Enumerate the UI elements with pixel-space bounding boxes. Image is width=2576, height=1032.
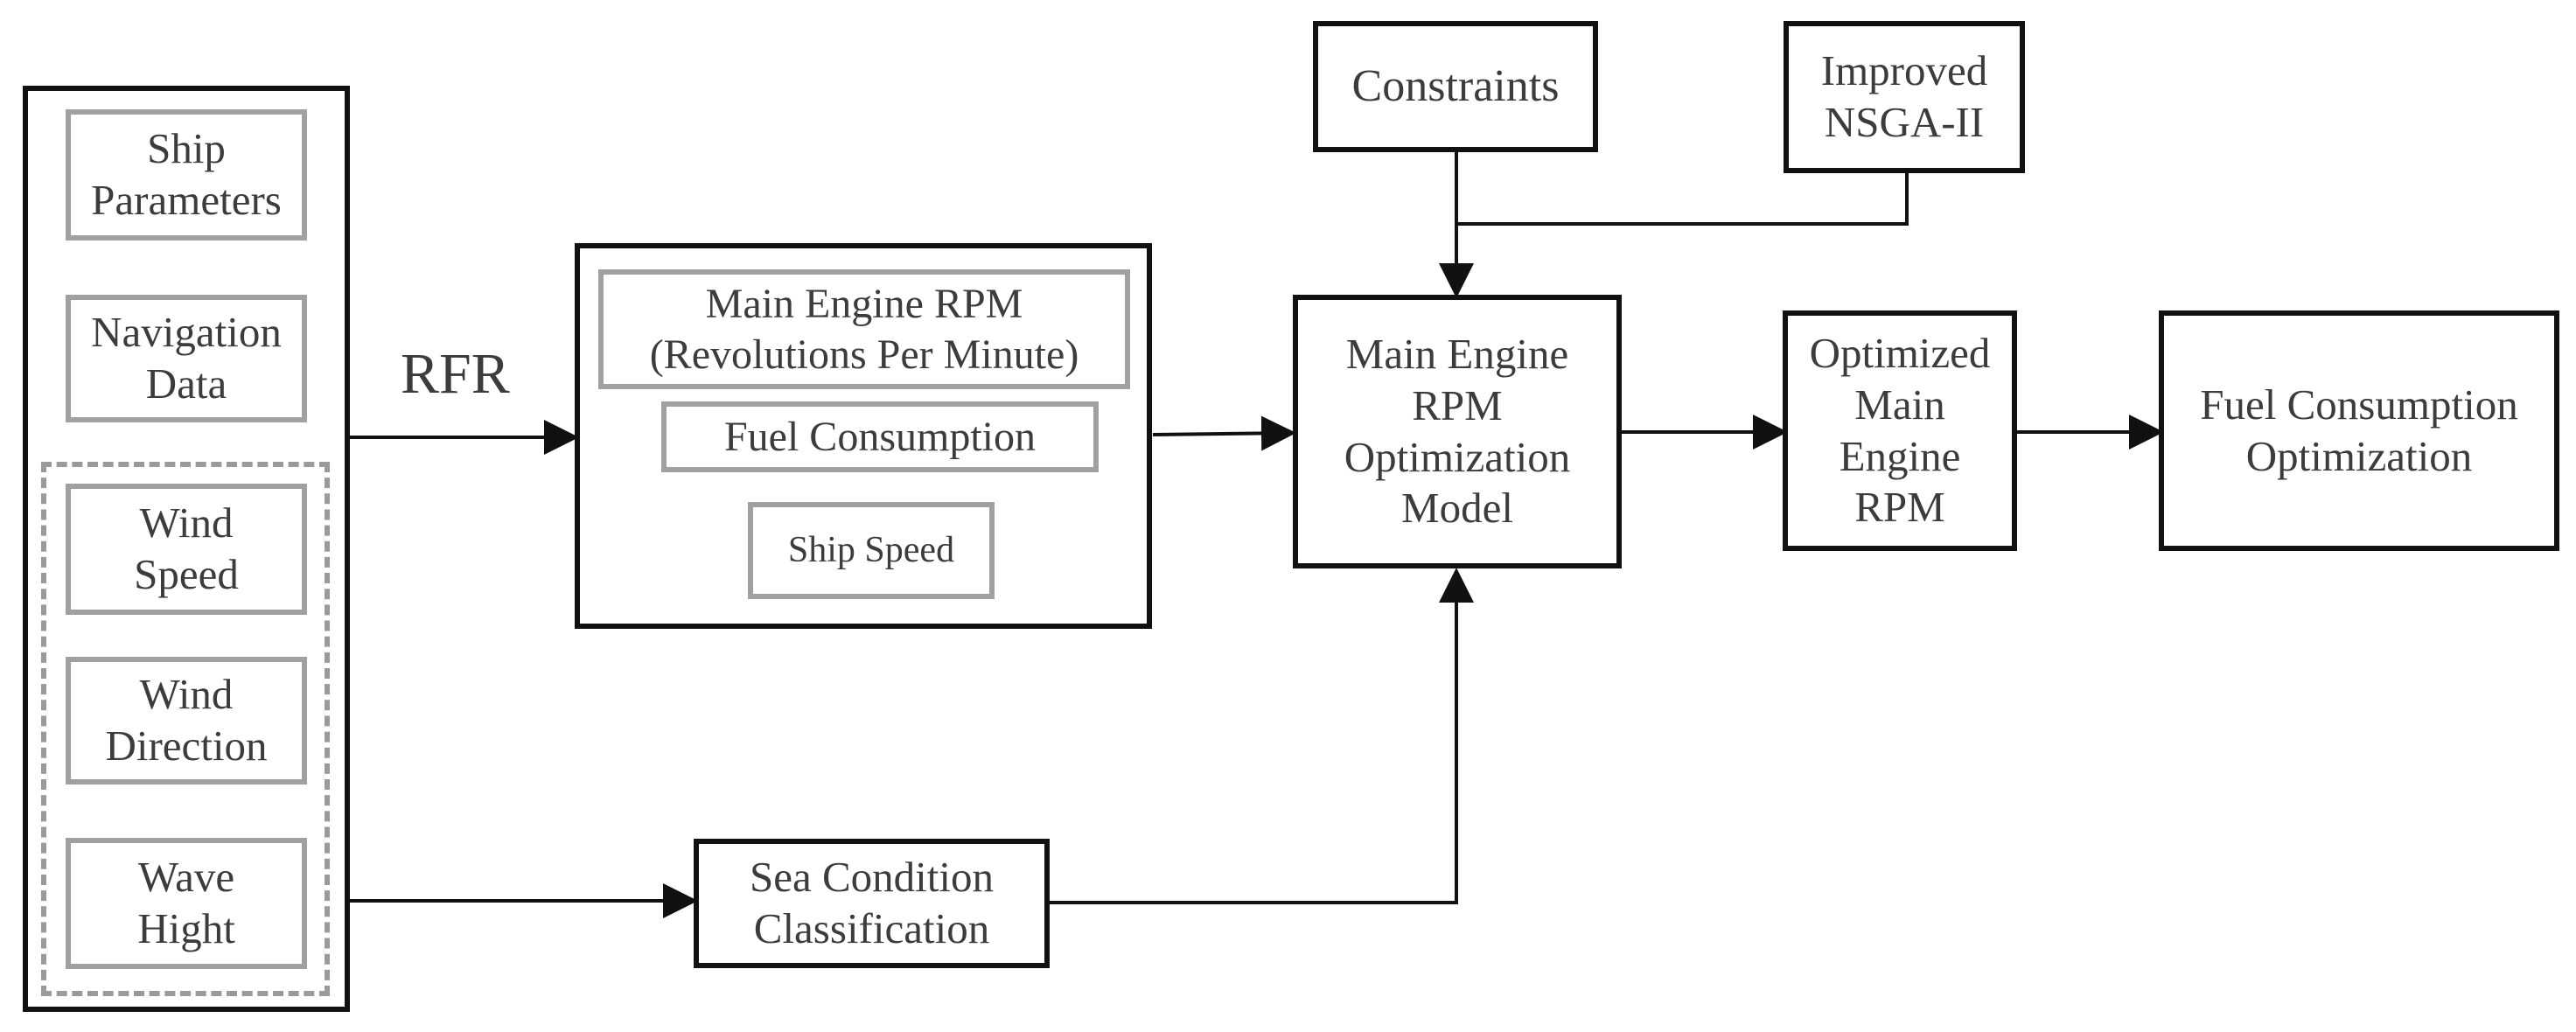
fuel-consumption-box: Fuel Consumption bbox=[661, 401, 1099, 472]
wave-height-label: Wave Hight bbox=[137, 853, 235, 952]
wave-height-box: Wave Hight bbox=[66, 838, 307, 969]
fuel-optimization-box: Fuel Consumption Optimization bbox=[2159, 310, 2559, 551]
optimized-rpm-box: Optimized Main Engine RPM bbox=[1783, 310, 2017, 551]
navigation-data-label: Navigation Data bbox=[91, 308, 282, 408]
optimized-rpm-label: Optimized Main Engine RPM bbox=[1809, 328, 1991, 532]
wind-direction-box: Wind Direction bbox=[66, 657, 307, 784]
wind-speed-box: Wind Speed bbox=[66, 484, 307, 615]
ship-speed-label: Ship Speed bbox=[787, 530, 955, 571]
improved-nsga-box: Improved NSGA-II bbox=[1784, 21, 2025, 173]
wind-speed-label: Wind Speed bbox=[134, 499, 239, 598]
fuel-consumption-label: Fuel Consumption bbox=[723, 413, 1037, 460]
sea-condition-label: Sea Condition Classification bbox=[749, 853, 995, 952]
main-engine-rpm-label: Main Engine RPM (Revolutions Per Minute) bbox=[649, 280, 1079, 378]
sea-condition-box: Sea Condition Classification bbox=[694, 839, 1050, 968]
rfr-label: RFR bbox=[401, 342, 510, 406]
navigation-data-box: Navigation Data bbox=[66, 295, 307, 422]
wind-direction-label: Wind Direction bbox=[105, 670, 268, 770]
line-nsga-to-model bbox=[1456, 173, 1909, 226]
fuel-optimization-label: Fuel Consumption Optimization bbox=[2200, 380, 2518, 480]
ship-speed-box: Ship Speed bbox=[748, 502, 995, 599]
constraints-label: Constraints bbox=[1351, 60, 1560, 111]
ship-parameters-label: Ship Parameters bbox=[91, 124, 282, 224]
constraints-box: Constraints bbox=[1313, 21, 1598, 152]
main-engine-rpm-box: Main Engine RPM (Revolutions Per Minute) bbox=[598, 269, 1130, 389]
optimization-model-box: Main Engine RPM Optimization Model bbox=[1293, 295, 1622, 568]
arrow-rfr-to-model bbox=[1152, 415, 1296, 451]
arrow-sea-to-model bbox=[1048, 568, 1474, 904]
ship-parameters-box: Ship Parameters bbox=[66, 109, 307, 241]
optimization-model-label: Main Engine RPM Optimization Model bbox=[1344, 329, 1571, 533]
improved-nsga-label: Improved NSGA-II bbox=[1820, 46, 1988, 146]
